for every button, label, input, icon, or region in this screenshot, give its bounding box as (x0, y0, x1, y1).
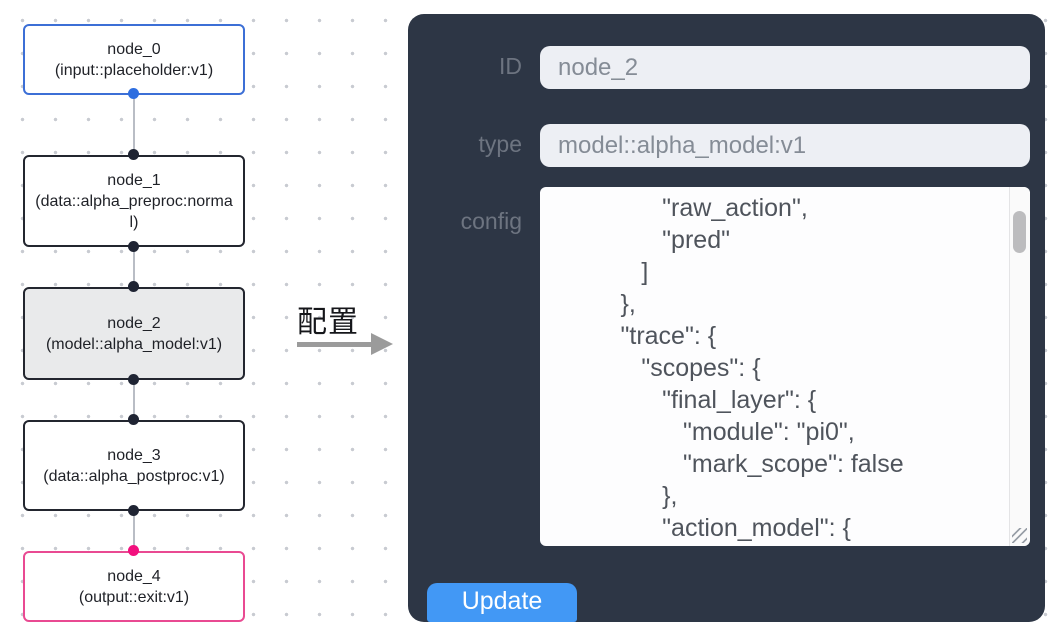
node-title: node_0 (107, 40, 161, 58)
port-node_3-bottom[interactable] (128, 505, 139, 516)
node-type: (data::alpha_postproc:v1) (43, 467, 225, 485)
port-node_2-bottom[interactable] (128, 374, 139, 385)
config-textarea[interactable]: "raw_action", "pred" ] }, "trace": { "sc… (540, 187, 1030, 546)
node-type: (data::alpha_preproc:normal) (35, 192, 233, 231)
node-title: node_1 (107, 171, 161, 189)
flow-node-node_1[interactable]: node_1 (data::alpha_preproc:normal) (23, 155, 245, 247)
node-type: (input::placeholder:v1) (54, 61, 214, 79)
configure-arrow-icon (371, 333, 393, 355)
config-scrollbar[interactable] (1009, 187, 1030, 546)
node-title: node_4 (107, 567, 161, 585)
update-button[interactable]: Update (427, 583, 577, 622)
flow-node-node_0[interactable]: node_0 (input::placeholder:v1) (23, 24, 245, 95)
type-input[interactable] (540, 124, 1030, 167)
port-node_1-top[interactable] (128, 149, 139, 160)
port-node_3-top[interactable] (128, 414, 139, 425)
type-field-label: type (478, 131, 522, 157)
config-field-label: config (460, 208, 522, 234)
configure-label: 配置 (297, 306, 359, 339)
node-title: node_3 (107, 446, 161, 464)
port-node_0-bottom[interactable] (128, 88, 139, 99)
port-node_1-bottom[interactable] (128, 241, 139, 252)
node-type: (model::alpha_model:v1) (45, 335, 223, 353)
flow-node-node_3[interactable]: node_3 (data::alpha_postproc:v1) (23, 420, 245, 511)
node-type: (output::exit:v1) (78, 588, 190, 606)
configure-arrow-line (297, 342, 373, 347)
port-node_2-top[interactable] (128, 281, 139, 292)
flow-node-node_4[interactable]: node_4 (output::exit:v1) (23, 551, 245, 622)
node-title: node_2 (107, 314, 161, 332)
id-input[interactable] (540, 46, 1030, 89)
resize-handle-icon[interactable] (1012, 528, 1027, 543)
config-scrollbar-thumb[interactable] (1013, 211, 1026, 253)
node-config-panel: ID type config "raw_action", "pred" ] },… (408, 14, 1045, 622)
flow-node-node_2-selected[interactable]: node_2 (model::alpha_model:v1) (23, 287, 245, 380)
id-field-label: ID (499, 53, 522, 79)
port-node_4-top[interactable] (128, 545, 139, 556)
config-text: "raw_action", "pred" ] }, "trace": { "sc… (620, 194, 904, 542)
